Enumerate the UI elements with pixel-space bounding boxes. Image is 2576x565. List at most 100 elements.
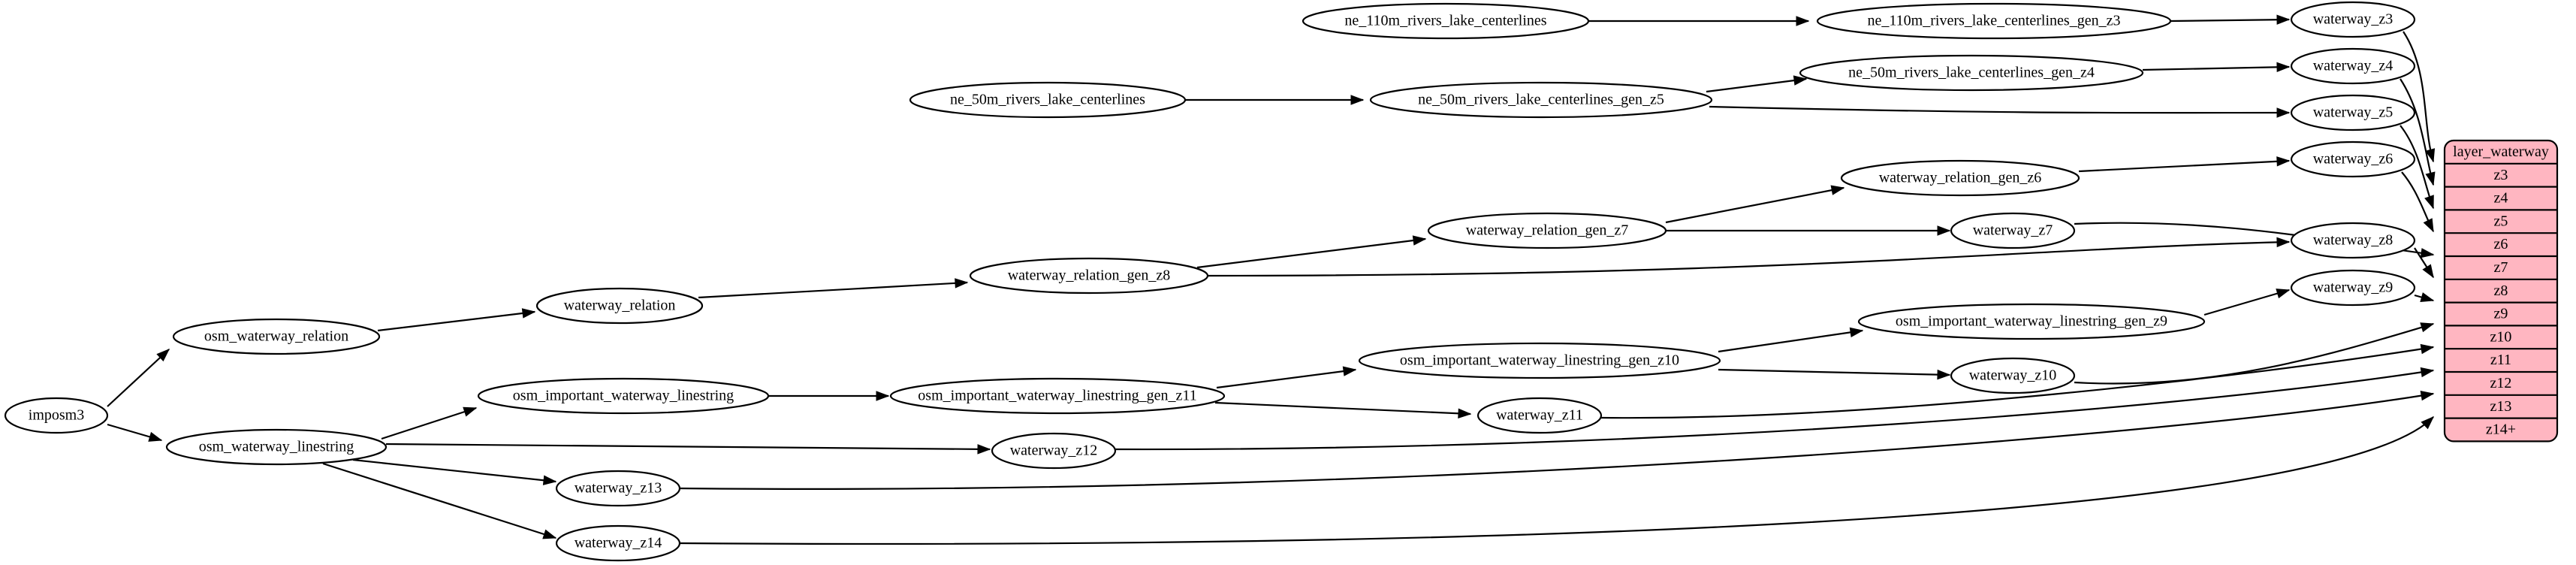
table-row-label-z6: z6 — [2494, 236, 2508, 252]
node-label-osm_waterway_linestring: osm_waterway_linestring — [199, 439, 354, 455]
node-waterway_z7[interactable]: waterway_z7 — [1950, 212, 2076, 249]
edge-osm_waterway_linestring-to-waterway_z13 — [352, 458, 557, 485]
arrow-head-icon — [1849, 327, 1864, 338]
arrow-head-icon — [876, 391, 890, 401]
node-waterway_relation_gen_z6[interactable]: waterway_relation_gen_z6 — [1840, 159, 2080, 197]
node-label-waterway_relation_gen_z7: waterway_relation_gen_z7 — [1466, 222, 1629, 239]
node-imposm3[interactable]: imposm3 — [4, 397, 109, 434]
node-label-waterway_z7: waterway_z7 — [1973, 222, 2053, 239]
node-label-ne_110m_rivers_lake_centerlines: ne_110m_rivers_lake_centerlines — [1344, 13, 1546, 29]
node-osm_important_waterway_linestring[interactable]: osm_important_waterway_linestring — [477, 377, 770, 415]
node-ellipse-waterway_z13 — [555, 470, 681, 507]
arrow-head-icon — [955, 278, 969, 289]
node-ellipse-waterway_z10 — [1950, 357, 2076, 394]
arrow-head-icon — [2425, 171, 2436, 186]
edge-waterway_z8-to-table_z8 — [2414, 247, 2434, 279]
table-row-label-z12: z12 — [2490, 375, 2512, 391]
layer-waterway-table[interactable]: layer_waterwayz3z4z5z6z7z8z9z10z11z12z13… — [2443, 139, 2559, 443]
node-osm_important_waterway_linestring_gen_z10[interactable]: osm_important_waterway_linestring_gen_z1… — [1358, 342, 1721, 379]
node-waterway_z13[interactable]: waterway_z13 — [555, 470, 681, 507]
node-label-waterway_z13: waterway_z13 — [575, 480, 662, 497]
edge-osm_important_waterway_linestring_gen_z9-to-waterway_z9 — [2203, 289, 2291, 316]
node-waterway_relation_gen_z8[interactable]: waterway_relation_gen_z8 — [969, 257, 1209, 295]
arrow-head-icon — [2276, 107, 2291, 118]
node-waterway_relation[interactable]: waterway_relation — [535, 287, 704, 325]
node-waterway_z12[interactable]: waterway_z12 — [991, 432, 1117, 470]
node-ne_110m_rivers_lake_centerlines[interactable]: ne_110m_rivers_lake_centerlines — [1302, 2, 1590, 40]
node-ellipse-osm_waterway_relation — [172, 318, 381, 355]
edge-osm_waterway_linestring-to-osm_important_waterway_linestring — [381, 406, 478, 440]
edge-ne_50m_rivers_lake_centerlines-to-ne_50m_rivers_lake_centerlines_gen_z5 — [1185, 95, 1365, 105]
edge-osm_important_waterway_linestring_gen_z10-to-osm_important_waterway_linestring_gen_z9 — [1718, 327, 1864, 353]
arrow-head-icon — [2425, 148, 2436, 163]
node-label-waterway_z4: waterway_z4 — [2313, 58, 2394, 74]
node-ellipse-waterway_z8 — [2290, 222, 2416, 259]
edge-waterway_relation_gen_z8-to-waterway_relation_gen_z7 — [1196, 235, 1427, 269]
node-ellipse-osm_important_waterway_linestring_gen_z10 — [1358, 342, 1721, 379]
node-ne_50m_rivers_lake_centerlines_gen_z5[interactable]: ne_50m_rivers_lake_centerlines_gen_z5 — [1369, 81, 1713, 119]
node-osm_waterway_linestring[interactable]: osm_waterway_linestring — [165, 428, 388, 466]
node-label-waterway_z3: waterway_z3 — [2313, 11, 2394, 28]
edge-waterway_z6-to-table_z6 — [2401, 171, 2434, 233]
edge-osm_waterway_linestring-to-waterway_z12 — [385, 443, 991, 455]
node-osm_important_waterway_linestring_gen_z9[interactable]: osm_important_waterway_linestring_gen_z9 — [1857, 303, 2206, 340]
edge-waterway_relation_gen_z7-to-waterway_relation_gen_z6 — [1665, 185, 1845, 224]
table-row-label-z13: z13 — [2490, 398, 2512, 415]
arrow-head-icon — [2420, 292, 2435, 303]
arrow-head-icon — [2276, 62, 2291, 73]
layer-waterway-table-body — [2443, 139, 2559, 443]
node-ellipse-waterway_z14 — [555, 524, 681, 562]
arrow-head-icon — [2276, 156, 2291, 167]
node-label-ne_110m_rivers_lake_centerlines_gen_z3: ne_110m_rivers_lake_centerlines_gen_z3 — [1868, 13, 2121, 29]
arrow-head-icon — [1342, 366, 1357, 376]
node-waterway_z8[interactable]: waterway_z8 — [2290, 222, 2416, 259]
node-ellipse-waterway_z12 — [991, 432, 1117, 470]
node-label-ne_50m_rivers_lake_centerlines: ne_50m_rivers_lake_centerlines — [950, 92, 1145, 108]
table-row-label-z3: z3 — [2494, 167, 2508, 183]
node-waterway_z3[interactable]: waterway_z3 — [2290, 1, 2416, 38]
node-label-osm_important_waterway_linestring_gen_z11: osm_important_waterway_linestring_gen_z1… — [918, 388, 1196, 404]
node-ne_50m_rivers_lake_centerlines_gen_z4[interactable]: ne_50m_rivers_lake_centerlines_gen_z4 — [1799, 54, 2144, 92]
arrow-head-icon — [2422, 264, 2434, 279]
node-waterway_z4[interactable]: waterway_z4 — [2290, 47, 2416, 85]
node-label-osm_important_waterway_linestring_gen_z9: osm_important_waterway_linestring_gen_z9 — [1896, 313, 2167, 330]
edge-waterway_relation_gen_z6-to-waterway_z6 — [2078, 156, 2291, 173]
node-ne_50m_rivers_lake_centerlines[interactable]: ne_50m_rivers_lake_centerlines — [909, 81, 1187, 119]
node-waterway_z6[interactable]: waterway_z6 — [2290, 140, 2416, 178]
arrow-head-icon — [2421, 416, 2435, 430]
arrow-head-icon — [2276, 14, 2291, 25]
node-ellipse-ne_50m_rivers_lake_centerlines_gen_z5 — [1369, 81, 1713, 119]
arrow-head-icon — [148, 431, 163, 442]
arrow-head-icon — [1793, 75, 1808, 86]
node-waterway_z10[interactable]: waterway_z10 — [1950, 357, 2076, 394]
arrow-head-icon — [1350, 95, 1365, 105]
node-ne_110m_rivers_lake_centerlines_gen_z3[interactable]: ne_110m_rivers_lake_centerlines_gen_z3 — [1816, 2, 2172, 40]
table-row-label-z9: z9 — [2494, 306, 2508, 322]
node-osm_waterway_relation[interactable]: osm_waterway_relation — [172, 318, 381, 355]
node-waterway_relation_gen_z7[interactable]: waterway_relation_gen_z7 — [1427, 212, 1667, 249]
table-row-label-z4: z4 — [2494, 190, 2508, 207]
node-ellipse-waterway_z5 — [2290, 94, 2416, 131]
node-waterway_z11[interactable]: waterway_z11 — [1477, 397, 1603, 434]
edge-osm_waterway_linestring-to-waterway_z14 — [322, 462, 557, 539]
edge-waterway_z11-to-table_z11 — [1600, 343, 2435, 419]
edge-osm_important_waterway_linestring-to-osm_important_waterway_linestring_gen_z11 — [768, 391, 890, 401]
arrow-head-icon — [1412, 235, 1427, 246]
node-label-waterway_z12: waterway_z12 — [1010, 443, 1098, 459]
table-row-label-z8: z8 — [2494, 282, 2508, 299]
arrow-head-icon — [2420, 391, 2435, 401]
nodes-layer: imposm3 osm_waterway_relation osm_waterway… — [4, 1, 2416, 562]
node-osm_important_waterway_linestring_gen_z11[interactable]: osm_important_waterway_linestring_gen_z1… — [889, 377, 1226, 415]
node-ellipse-osm_important_waterway_linestring_gen_z9 — [1857, 303, 2206, 340]
node-waterway_z9[interactable]: waterway_z9 — [2290, 269, 2416, 307]
arrow-head-icon — [542, 529, 557, 539]
arrow-head-icon — [1830, 185, 1845, 195]
node-waterway_z14[interactable]: waterway_z14 — [555, 524, 681, 562]
node-ellipse-ne_110m_rivers_lake_centerlines_gen_z3 — [1816, 2, 2172, 40]
arrow-head-icon — [463, 406, 478, 417]
node-waterway_z5[interactable]: waterway_z5 — [2290, 94, 2416, 131]
edge-waterway_z5-to-table_z5 — [2400, 125, 2435, 210]
edge-ne_110m_rivers_lake_centerlines_gen_z3-to-waterway_z3 — [2170, 14, 2291, 25]
arrow-head-icon — [2420, 248, 2435, 258]
